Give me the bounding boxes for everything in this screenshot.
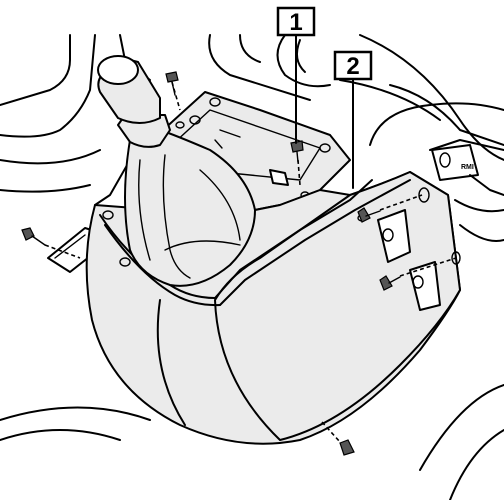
screw-icon: [165, 71, 179, 83]
callout-1-label: 1: [289, 9, 302, 36]
screw-icon: [339, 439, 355, 456]
screw-icon: [21, 227, 35, 241]
screw-icon: [379, 275, 393, 291]
gear-shift-knob: [97, 55, 171, 148]
floor-outline: [0, 384, 504, 500]
callout-1: 1: [276, 6, 316, 37]
callout-2-label: 2: [346, 53, 359, 80]
rmi-watermark: RMI: [461, 164, 474, 171]
screw-icon: [357, 207, 371, 223]
fasteners: [21, 71, 457, 456]
callout-2: 2: [333, 50, 373, 81]
gear-shift-boot: [124, 129, 256, 287]
seat-bracket-right: RMI: [369, 102, 504, 242]
callout-leaders: [295, 34, 354, 189]
screw-icon: [290, 140, 304, 153]
